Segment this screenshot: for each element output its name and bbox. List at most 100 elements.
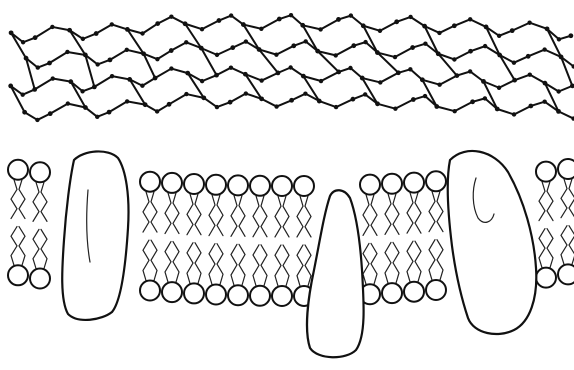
wall-node	[125, 99, 129, 103]
wall-node	[568, 33, 573, 38]
lipid-tail	[231, 195, 237, 236]
lipid-tail	[11, 180, 17, 219]
lipid-tail	[19, 180, 25, 219]
wall-node	[110, 22, 114, 26]
wall-node	[92, 84, 97, 89]
lipid-tail	[187, 194, 193, 235]
lipid-tail	[297, 245, 303, 286]
wall-node	[65, 50, 69, 54]
phospholipid-head	[250, 286, 270, 306]
wall-node	[125, 27, 130, 32]
wall-node	[336, 17, 341, 22]
phospholipid-head	[184, 174, 204, 194]
lipid-tail	[173, 193, 179, 234]
wall-node	[363, 40, 367, 44]
wall-node	[422, 24, 427, 29]
wall-node	[95, 62, 99, 66]
phospholipid-head	[228, 175, 248, 195]
lipid-tail	[253, 196, 259, 237]
wall-node	[288, 65, 292, 69]
wall-node	[199, 46, 204, 51]
wall-node	[167, 102, 172, 107]
wall-node	[468, 49, 473, 54]
wall-node	[334, 105, 338, 109]
wall-node	[484, 25, 489, 30]
wall-node	[289, 98, 294, 103]
wall-node	[512, 112, 516, 116]
lipid-tail	[305, 245, 311, 286]
wall-node	[66, 101, 70, 105]
wall-node	[334, 53, 338, 57]
wall-node	[483, 44, 487, 48]
lipid-tail	[151, 192, 157, 232]
phospholipid-head	[272, 176, 292, 196]
phospholipid-head	[294, 176, 314, 196]
lipid-tail	[239, 244, 245, 285]
lipid-tail	[415, 241, 421, 282]
wall-node	[229, 65, 233, 69]
wall-node	[107, 110, 112, 115]
wall-node	[468, 17, 472, 21]
wall-node	[526, 54, 531, 59]
phospholipid-head	[184, 283, 204, 303]
lipid-tail	[143, 192, 149, 232]
wall-node	[214, 73, 219, 78]
wall-node	[94, 31, 99, 36]
wall-node	[411, 97, 416, 102]
phospholipid-head	[382, 283, 402, 303]
lipid-tail	[415, 193, 421, 234]
phospholipid-head	[30, 269, 50, 289]
lipid-tail	[561, 226, 567, 265]
wall-node	[257, 47, 262, 52]
lipid-tail	[547, 229, 553, 268]
wall-node	[481, 79, 486, 84]
wall-node	[51, 76, 55, 80]
lipid-tail	[239, 195, 245, 236]
wall-node	[436, 51, 441, 56]
phospholipid-head	[558, 159, 574, 179]
lipid-tail	[561, 179, 567, 218]
wall-node	[410, 45, 415, 50]
lipid-tail	[41, 182, 47, 221]
phospholipid-head	[206, 175, 226, 195]
wall-node	[185, 71, 190, 76]
wall-node	[184, 40, 188, 44]
wall-node	[393, 55, 397, 59]
lipid-tail	[195, 243, 201, 284]
lipid-tail	[547, 182, 553, 221]
wall-node	[497, 34, 501, 38]
phospholipid-head	[140, 281, 160, 301]
wall-node	[184, 92, 188, 96]
wall-node	[375, 50, 380, 55]
lipid-tail	[33, 229, 39, 268]
lipid-tail	[231, 244, 237, 285]
wall-node	[315, 49, 320, 54]
lipid-tail	[407, 241, 413, 282]
wall-node	[300, 23, 305, 28]
wall-node	[351, 43, 356, 48]
wall-node	[125, 48, 129, 52]
lipid-tail	[195, 194, 201, 235]
wall-node	[276, 70, 281, 75]
wall-node	[80, 89, 84, 93]
wall-node	[244, 91, 248, 95]
wall-edge	[70, 30, 86, 55]
wall-node	[394, 19, 399, 24]
wall-node	[454, 73, 459, 78]
phospholipid-head	[558, 264, 574, 284]
lipid-tail	[173, 242, 179, 283]
wall-node	[318, 27, 322, 31]
lipid-tail	[363, 195, 369, 236]
lipid-tail	[187, 243, 193, 284]
wall-node	[468, 69, 472, 73]
lipid-tail	[393, 242, 399, 283]
wall-node	[303, 91, 307, 95]
wall-node	[423, 41, 427, 45]
lipid-tail	[275, 245, 281, 286]
wall-node	[301, 74, 306, 79]
wall-node	[50, 25, 54, 29]
lipid-tail	[429, 240, 435, 280]
wall-node	[81, 37, 85, 41]
